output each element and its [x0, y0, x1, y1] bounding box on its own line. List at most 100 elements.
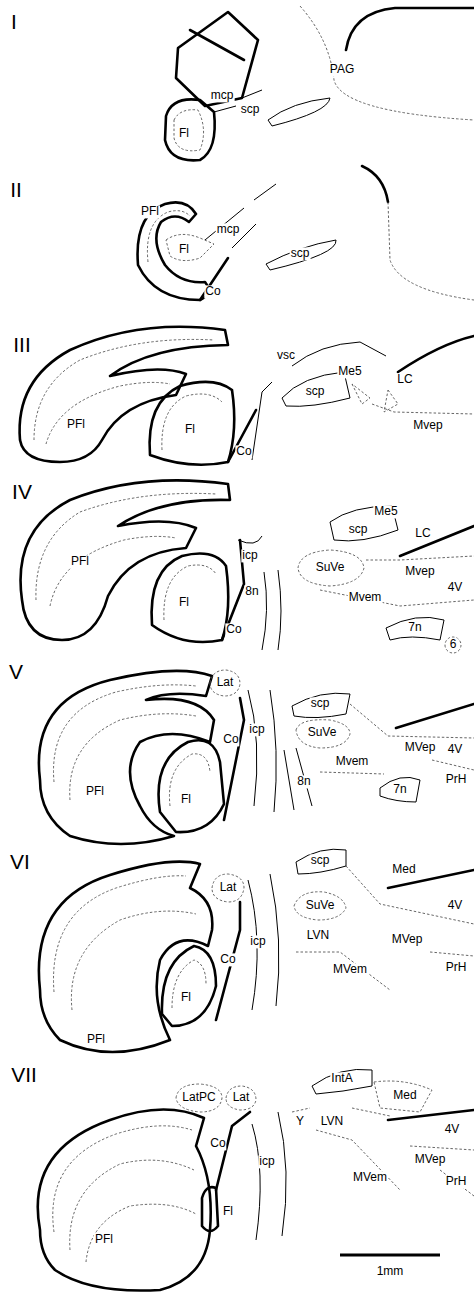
scp-outline: [266, 240, 336, 270]
paraflocculus-inner: [54, 685, 196, 782]
paraflocculus-outline: [20, 327, 228, 462]
paraflocculus-inner: [86, 1204, 196, 1262]
scp-outline: [268, 98, 330, 126]
paraflocculus-inner: [70, 714, 196, 800]
region-label: PrH: [445, 961, 468, 974]
cortex-border: [228, 410, 256, 462]
nucleus-outline: [372, 404, 474, 414]
region-label: PAG: [329, 63, 355, 76]
paraflocculus-inner: [70, 1160, 194, 1250]
nucleus-outline: [226, 1086, 256, 1110]
region-label: LC: [414, 527, 431, 540]
region-label: 7n: [407, 621, 422, 634]
region-label: Co: [219, 953, 236, 966]
region-label: SuVe: [315, 561, 346, 574]
paraflocculus-outline: [38, 1109, 211, 1290]
scale-label: 1mm: [376, 1265, 405, 1278]
paraflocculus-outline: [138, 202, 209, 300]
region-label: 7n: [392, 783, 407, 796]
paraflocculus-inner: [46, 382, 170, 444]
region-label: MVep: [391, 933, 424, 946]
icp-boundary: [248, 874, 279, 1010]
section-two: [138, 166, 474, 300]
region-label: LC: [396, 373, 413, 386]
region-label: Mvep: [412, 419, 443, 432]
region-label: Me5: [337, 365, 362, 378]
cerebellar-outline: [176, 12, 258, 106]
region-label: icp: [248, 723, 265, 736]
abducens-nucleus: [445, 637, 461, 653]
midline-wall: [362, 166, 388, 202]
region-label: scp: [290, 247, 311, 260]
region-label: icp: [258, 1155, 275, 1168]
nucleus-outline: [296, 720, 350, 748]
paraflocculus-inner: [50, 536, 176, 606]
flocculus-inner: [164, 565, 216, 620]
ventricle-wall: [400, 526, 474, 556]
region-label: LVN: [320, 1115, 344, 1128]
region-label: PFl: [66, 418, 86, 431]
region-label: IntA: [330, 1072, 353, 1085]
flocculus-outline: [162, 946, 216, 1026]
cortex-border: [200, 258, 228, 300]
section-number: V: [9, 660, 23, 683]
intA-outline: [312, 1069, 372, 1094]
nucleus-outline: [296, 866, 474, 990]
scale-bar: [340, 1254, 440, 1257]
scp-outline: [296, 849, 346, 874]
cortex-border: [216, 1112, 250, 1190]
section-number: III: [13, 333, 31, 356]
region-label: PFl: [85, 785, 105, 798]
region-label: PFl: [86, 1033, 106, 1046]
section-one: [165, 6, 474, 160]
region-label: Lat: [219, 881, 238, 894]
nucleus-outline: [374, 1081, 432, 1112]
paraflocculus-inner: [71, 911, 196, 1010]
region-label: icp: [241, 549, 258, 562]
region-label: MVep: [404, 741, 437, 754]
pag-boundary: [300, 6, 474, 120]
region-label: mcp: [210, 89, 235, 102]
cortex-border: [224, 698, 244, 820]
region-label: MVep: [414, 1153, 447, 1166]
region-label: 4V: [447, 581, 464, 594]
section-five: [39, 670, 474, 844]
region-label: 8n: [244, 585, 259, 598]
region-label: Mvep: [404, 565, 435, 578]
region-label: PrH: [445, 773, 468, 786]
flocculus-inner: [172, 960, 206, 1008]
flocculus-inner: [174, 110, 204, 151]
section-number: II: [10, 178, 22, 201]
region-label: scp: [240, 103, 261, 116]
region-label: Fl: [184, 423, 196, 436]
cortex-border: [216, 902, 240, 1020]
flocculus-inner: [169, 754, 210, 806]
icp-boundary: [238, 536, 281, 650]
aqueduct-wall: [346, 8, 474, 50]
region-label: PFl: [140, 205, 160, 218]
flocculus-outline: [202, 1187, 218, 1231]
region-label: 8n: [296, 775, 311, 788]
region-label: Co: [225, 623, 242, 636]
section-three: [20, 327, 474, 465]
ventricle-wall: [388, 1110, 474, 1120]
nerve-line: [284, 748, 312, 810]
region-label: Me5: [373, 505, 398, 518]
region-label: Med: [392, 1089, 417, 1102]
region-label: LVN: [306, 929, 330, 942]
region-label: SuVe: [307, 726, 338, 739]
region-label: Fl: [178, 596, 190, 609]
section-seven: [38, 1069, 474, 1290]
nucleus-outline: [294, 892, 346, 920]
region-label: scp: [305, 385, 326, 398]
scp-outline: [330, 506, 398, 541]
scp-outline: [292, 693, 350, 717]
region-label: 4V: [447, 743, 464, 756]
region-label: Co: [204, 285, 221, 298]
mcp-boundary: [205, 184, 276, 248]
region-label: Fl: [180, 991, 192, 1004]
region-label: Lat: [232, 1091, 251, 1104]
nucleus-outline: [210, 670, 240, 696]
flocculus-outline: [159, 740, 224, 832]
